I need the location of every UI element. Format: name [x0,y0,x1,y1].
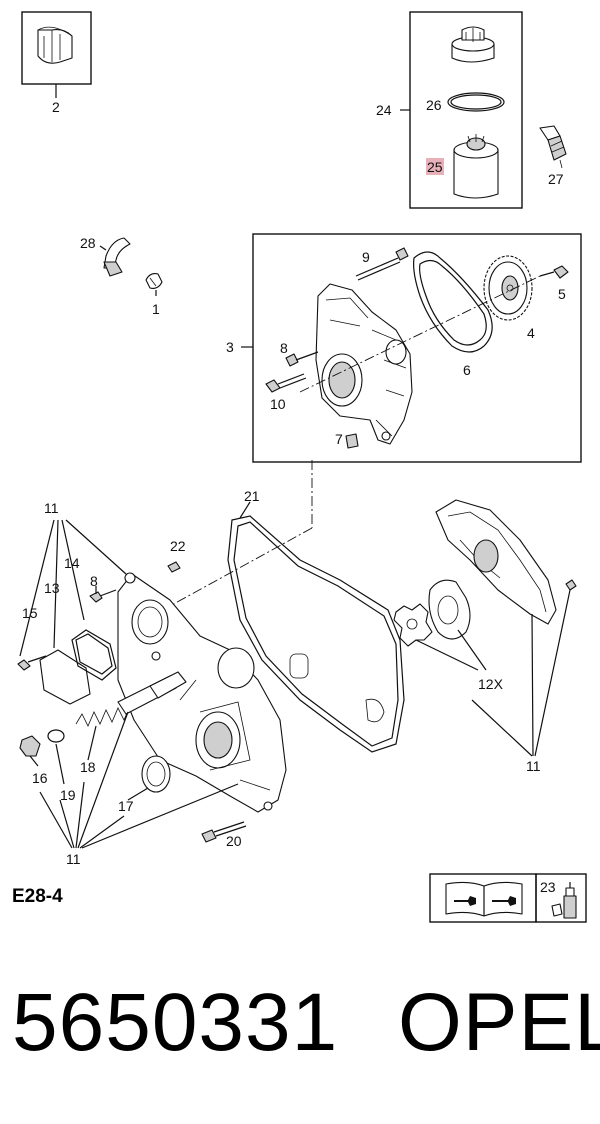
callout-9: 9 [362,249,370,265]
part-number: 5650331 [12,977,339,1068]
leader-lines-11 [19,501,571,849]
oil-pump-group [241,233,582,463]
loose-parts-upper-left [99,237,163,296]
pump-rotors [393,579,487,671]
callout-15: 15 [22,605,38,621]
clip-shape [37,29,73,64]
highlight-25 [426,158,444,175]
callout-23: 23 [540,879,556,895]
callout-7: 7 [335,431,343,447]
callout-12x: 12X [478,676,504,692]
callout-22: 22 [170,538,186,554]
callout-10: 10 [270,396,286,412]
callout-16: 16 [32,770,48,786]
callout-20: 20 [226,833,242,849]
legend-icons: 23 [429,873,587,923]
brand-name: OPEL [398,977,600,1068]
diagram-code-label: E28-4 [12,886,63,907]
callout-24: 24 [376,102,392,118]
callouts: 2 24 26 25 27 28 1 9 5 4 3 8 6 10 7 11 2… [22,97,566,867]
oil-pump-frame [252,233,582,463]
callout-27: 27 [548,171,564,187]
callout-1: 1 [152,301,160,317]
callout-2: 2 [52,99,60,115]
callout-6: 6 [463,362,471,378]
part-2-clip-group [21,11,92,98]
callout-14: 14 [64,555,80,571]
loose-parts-lower-left [17,561,577,843]
manual-wrench-icon [445,881,523,917]
callout-4: 4 [527,325,535,341]
sealant-tube-icon [551,882,577,919]
callout-28: 28 [80,235,96,251]
oil-filter-group [400,11,567,209]
callout-5: 5 [558,286,566,302]
callout-11c: 11 [526,758,541,774]
callout-18: 18 [80,759,96,775]
cover-gasket [227,515,405,753]
callout-21: 21 [244,488,260,504]
callout-8b: 8 [90,573,98,589]
rear-cover [435,499,557,625]
callout-17: 17 [118,798,134,814]
callout-26: 26 [426,97,442,113]
callout-11b: 11 [66,851,81,867]
callout-19: 19 [60,787,76,803]
callout-25: 25 [427,159,443,175]
sprocket [483,255,533,321]
callout-8a: 8 [280,340,288,356]
callout-11a: 11 [44,500,59,516]
callout-13: 13 [44,580,60,596]
sealant-box [535,873,587,923]
callout-3: 3 [226,339,234,355]
timing-cover [117,572,287,813]
